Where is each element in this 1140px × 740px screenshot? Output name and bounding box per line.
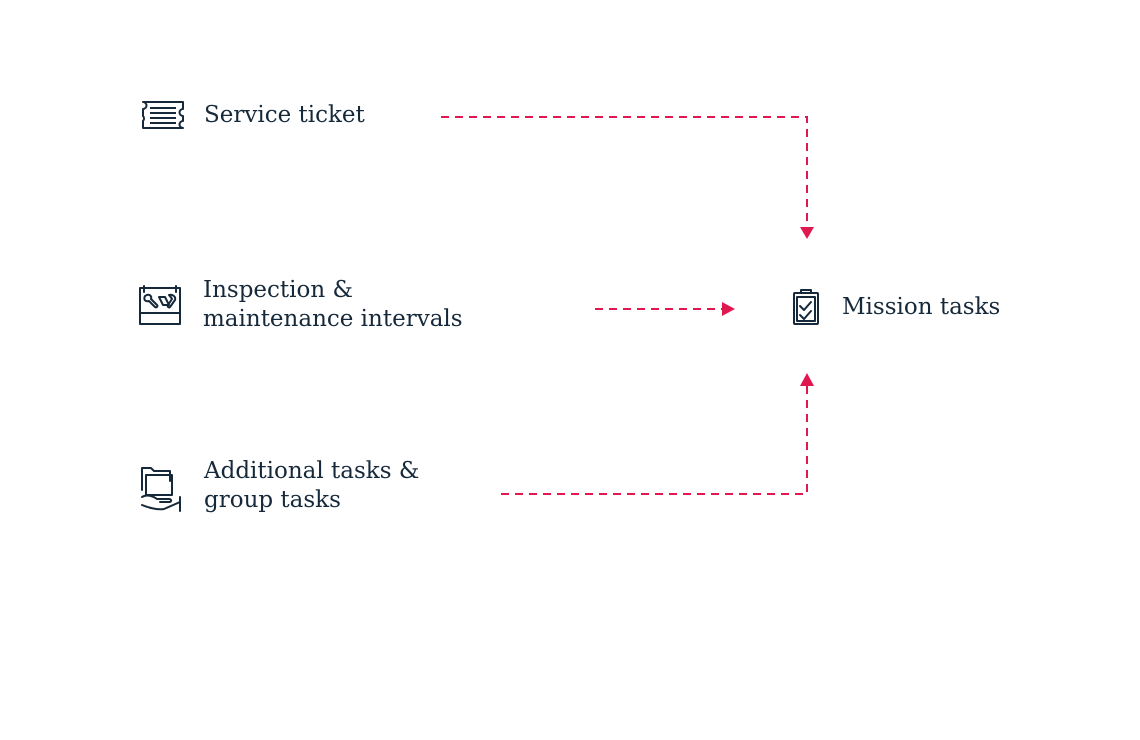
node-additional-tasks: Additional tasks & group tasks [140,457,419,515]
mission-tasks-label: Mission tasks [842,293,1001,320]
node-inspection-intervals: Inspection & maintenance intervals [138,276,463,334]
additional-label-line-1: Additional tasks & [204,458,420,484]
inspection-label-line-1: Inspection & [203,277,353,303]
arrowhead-up [800,373,814,386]
additional-tasks-label: Additional tasks & group tasks [204,457,419,515]
connector-additional-to-mission [501,384,808,495]
connector-service-to-mission [441,116,808,229]
inspection-label-line-2: maintenance intervals [203,306,463,332]
additional-label-line-2: group tasks [204,487,341,513]
node-mission-tasks: Mission tasks [792,288,1000,326]
service-ticket-label: Service ticket [204,101,365,128]
ticket-icon [142,101,184,129]
arrowhead-right [722,302,735,316]
node-service-ticket: Service ticket [140,99,365,131]
arrowhead-down [800,227,814,239]
clipboard-check-icon [793,289,819,325]
inspection-intervals-label: Inspection & maintenance intervals [203,276,463,334]
toolbox-icon [139,285,181,325]
folder-hand-icon [141,467,181,512]
